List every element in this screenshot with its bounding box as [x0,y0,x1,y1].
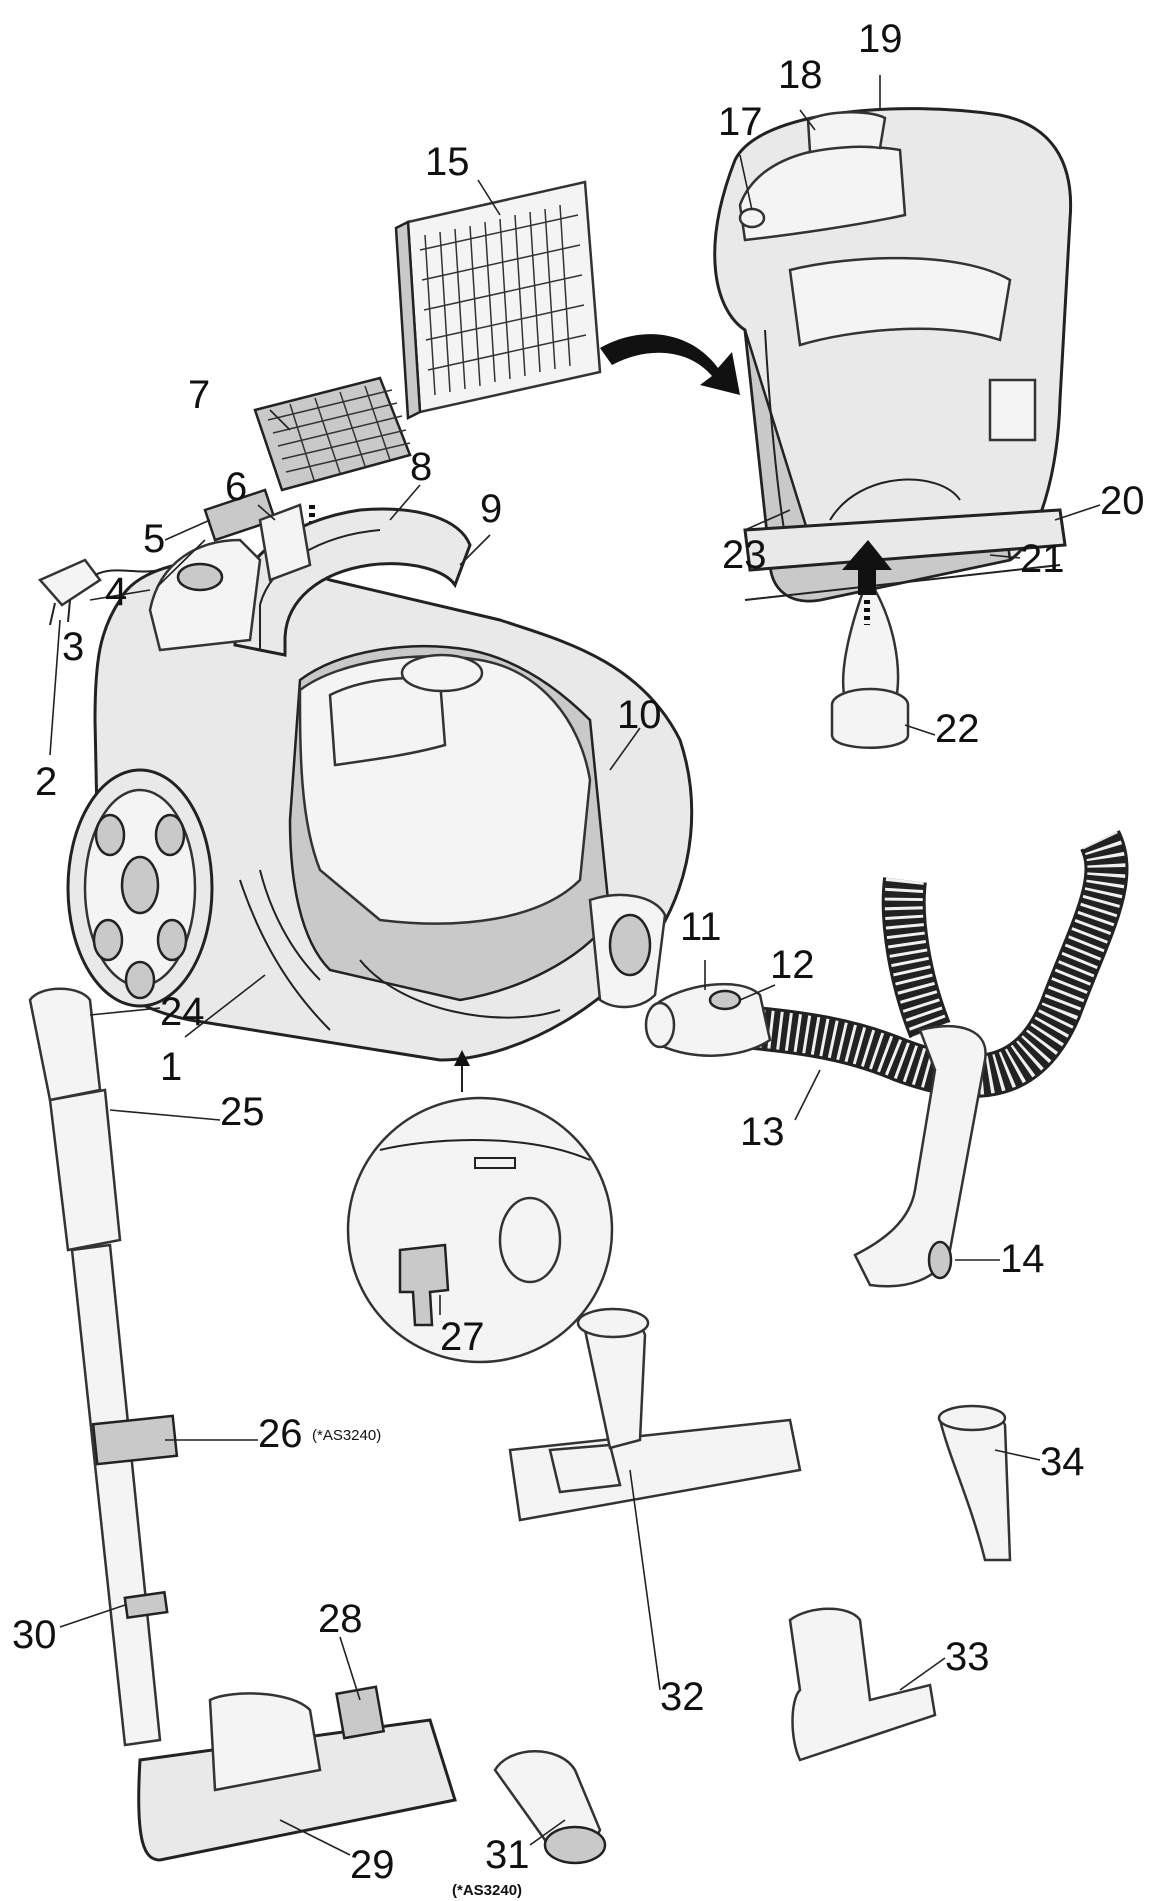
cone-filter [830,575,910,749]
label-13: 13 [740,1110,785,1154]
up-arrow [842,540,892,625]
label-14: 14 [1000,1237,1045,1281]
insert-arrow [600,334,740,395]
label-10: 10 [617,693,662,737]
label-21: 21 [1020,537,1065,581]
label-9: 9 [480,487,502,531]
vacuum-body [93,558,694,1062]
label-20: 20 [1100,479,1145,523]
telescopic-tube [28,987,179,1747]
label-5: 5 [143,517,165,561]
leader-lines [49,75,1101,1856]
label-33: 33 [945,1635,990,1679]
hose [644,830,1129,1288]
label-26-note: (*AS3240) [312,1427,381,1444]
label-23: 23 [722,533,767,577]
hepa-filter [394,180,602,420]
label-19: 19 [858,17,903,61]
label-25: 25 [220,1090,265,1134]
label-26: 26 [258,1412,303,1456]
label-27: 27 [440,1315,485,1359]
label-28: 28 [318,1597,363,1641]
label-11: 11 [680,905,722,949]
label-30: 30 [12,1613,57,1657]
label-18: 18 [778,53,823,97]
label-4: 4 [105,570,127,614]
label-1: 1 [160,1045,182,1089]
detail-circle [346,1050,614,1364]
dust-container [713,107,1073,603]
label-6: 6 [225,465,247,509]
crevice-nozzle [937,1404,1012,1562]
label-32: 32 [660,1675,705,1719]
label-17: 17 [718,100,763,144]
label-3: 3 [62,625,84,669]
dusting-brush [493,1750,607,1865]
label-15: 15 [425,140,470,184]
upholstery-nozzle [788,1607,937,1762]
label-8: 8 [410,445,432,489]
parquet-brush [508,1307,802,1522]
label-22: 22 [935,707,980,751]
label-31: 31 [485,1833,530,1877]
power-plug [37,558,161,626]
label-12: 12 [770,943,815,987]
label-31-note: (*AS3240) [452,1882,522,1899]
foam-filter [253,376,412,492]
floor-nozzle [137,1685,457,1862]
label-7: 7 [188,373,210,417]
label-2: 2 [35,760,57,804]
label-29: 29 [350,1843,395,1887]
label-34: 34 [1040,1440,1085,1484]
label-24: 24 [160,990,205,1034]
side-wheel [66,768,214,1008]
